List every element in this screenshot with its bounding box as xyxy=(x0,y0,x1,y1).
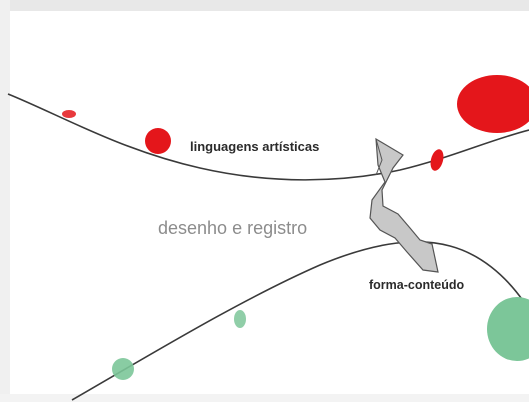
red-blob-small xyxy=(62,110,76,118)
green-blob-small xyxy=(112,358,134,380)
lower-curve xyxy=(71,241,525,401)
label-desenho-e-registro: desenho e registro xyxy=(158,218,307,238)
label-linguagens-artisticas: linguagens artísticas xyxy=(190,139,319,154)
red-blob-large xyxy=(457,75,529,133)
frame-left-border xyxy=(0,0,10,402)
green-blob-tiny xyxy=(234,310,246,328)
frame-bottom-border xyxy=(0,394,529,402)
red-blob-near-shape xyxy=(430,149,444,171)
upper-curve xyxy=(7,93,529,181)
connector-shape xyxy=(369,137,439,273)
green-blob-large xyxy=(487,297,529,361)
red-blob-medium xyxy=(145,128,171,154)
label-forma-conteudo: forma-conteúdo xyxy=(369,278,465,292)
connector-shape-notch xyxy=(375,138,383,176)
frame-top-border xyxy=(0,0,529,11)
